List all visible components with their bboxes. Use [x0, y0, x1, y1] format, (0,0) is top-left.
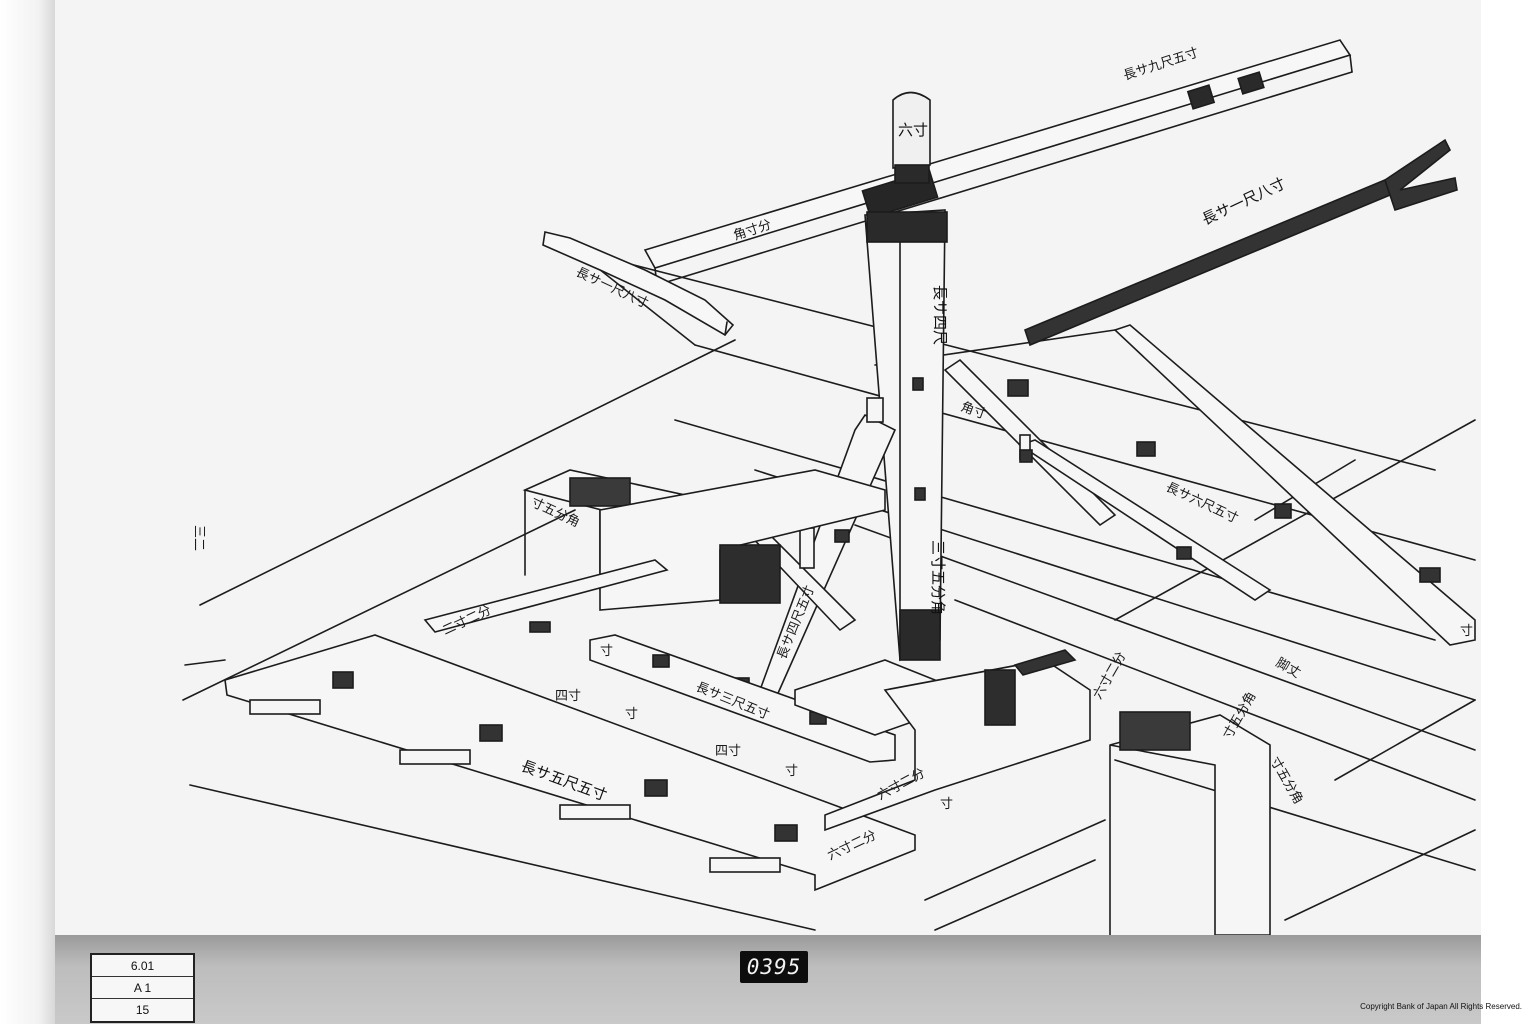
- floor-line: [924, 819, 1106, 901]
- floor-line: [199, 339, 736, 606]
- post-peg: [914, 487, 926, 501]
- beam-joint: [1237, 71, 1265, 95]
- rail-peg: [1007, 379, 1029, 397]
- rail-peg: [652, 654, 670, 668]
- cross-piece: [542, 231, 735, 337]
- catalog-index-card: 6.01 A 1 15: [90, 953, 195, 1023]
- label-post-section: 三寸五分角: [929, 540, 947, 615]
- floor-line: [674, 419, 1436, 641]
- label-small-c: 寸: [785, 764, 798, 779]
- label-small-a: 寸: [600, 644, 613, 659]
- catalog-row: 6.01: [92, 955, 193, 977]
- floor-line: [954, 599, 1476, 801]
- right-long-rail: [1113, 324, 1476, 646]
- right-block: [1109, 714, 1271, 935]
- fork-arm: [1024, 178, 1391, 347]
- floor-line: [1114, 419, 1476, 621]
- label-right-end: 寸: [1460, 624, 1473, 639]
- hinge-plate: [1119, 711, 1191, 751]
- label-rail-right: 長サ六尺五寸: [1163, 480, 1240, 527]
- post-top: [892, 91, 931, 169]
- board-peg: [332, 671, 354, 689]
- brace-peg: [834, 529, 850, 543]
- label-fork-arm: 長サ一尺八寸: [1199, 174, 1288, 228]
- isometric-frame-drawing: 長サ九尺五寸 六寸 長サ四尺 三寸五分角 角寸分 長サ一尺八寸 長サ一尺八寸 角…: [182, 39, 1476, 935]
- post-base: [899, 609, 941, 661]
- beam-joint: [1186, 84, 1216, 110]
- rail-peg: [1136, 441, 1156, 457]
- floor-line: [184, 659, 226, 666]
- rail-peg: [1176, 546, 1192, 560]
- label-four-b: 四寸: [715, 744, 741, 759]
- floor-line: [1284, 829, 1476, 921]
- rail-peg: [1419, 567, 1441, 583]
- label-top-beam: 長サ九尺五寸: [1122, 45, 1201, 83]
- label-post-length: 長サ四尺: [931, 285, 949, 345]
- long-rail: [824, 659, 1091, 832]
- catalog-row: 15: [135, 1003, 150, 1017]
- copyright-notice: Copyright Bank of Japan All Rights Reser…: [1360, 1002, 1522, 1011]
- label-post-top: 六寸: [898, 121, 928, 139]
- label-right-side: 寸五分角: [1267, 755, 1306, 808]
- floor-line: [574, 249, 1436, 471]
- bottom-board: [224, 634, 916, 892]
- floor-line: [189, 784, 816, 931]
- label-small-d: 寸: [940, 797, 953, 812]
- rail-peg: [1274, 503, 1292, 519]
- board-peg: [479, 724, 503, 742]
- scan-left-margin: [0, 0, 55, 1024]
- floor-line: [182, 509, 576, 701]
- floor-line: [1334, 699, 1476, 781]
- label-six-a: 六寸二分: [1090, 649, 1129, 702]
- label-four-a: 四寸: [555, 689, 581, 704]
- post-cap: [866, 211, 948, 243]
- left-beam: [599, 469, 886, 611]
- hinge-plate: [569, 477, 631, 507]
- floor-line: [934, 859, 1096, 931]
- board-peg: [774, 824, 798, 842]
- board-peg: [644, 779, 668, 797]
- label-margin-mark: 三二: [191, 525, 206, 551]
- drawing-sheet: 長サ九尺五寸 六寸 長サ四尺 三寸五分角 角寸分 長サ一尺八寸 長サ一尺八寸 角…: [55, 0, 1481, 935]
- floor-line: [1114, 759, 1476, 871]
- label-bottom-right: 脚丈: [1273, 655, 1304, 682]
- left-bar: [423, 559, 669, 633]
- frame-number-counter: 0395: [740, 951, 808, 983]
- label-small-b: 寸: [625, 707, 638, 722]
- catalog-row: A 1: [92, 977, 193, 999]
- post-peg: [912, 377, 924, 391]
- floor-line: [854, 524, 1476, 751]
